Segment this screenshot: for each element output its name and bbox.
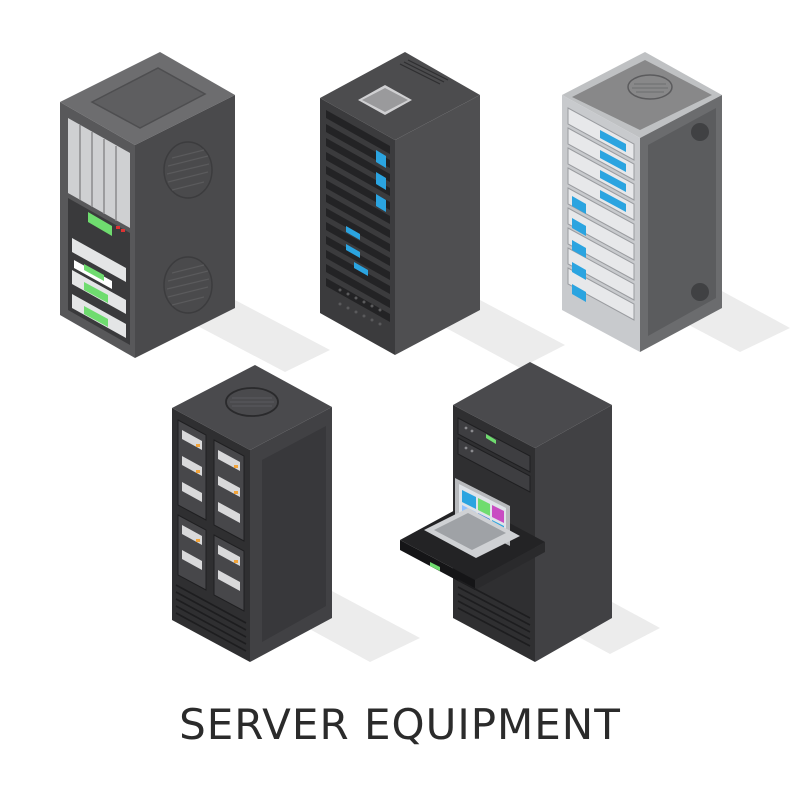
server-rack-silver-icon — [562, 52, 722, 352]
laptop-icon — [424, 478, 520, 558]
caption-title: SERVER EQUIPMENT — [179, 700, 621, 749]
side-vent-icon — [163, 141, 213, 314]
server-cabinet-dark-icon — [172, 365, 332, 662]
server-rack-laptop-icon — [400, 362, 612, 662]
drive-bays — [177, 419, 245, 612]
server-rack-gray-icon — [60, 52, 235, 358]
drive-module — [72, 238, 126, 338]
server-rack-dark-icon — [320, 52, 480, 355]
